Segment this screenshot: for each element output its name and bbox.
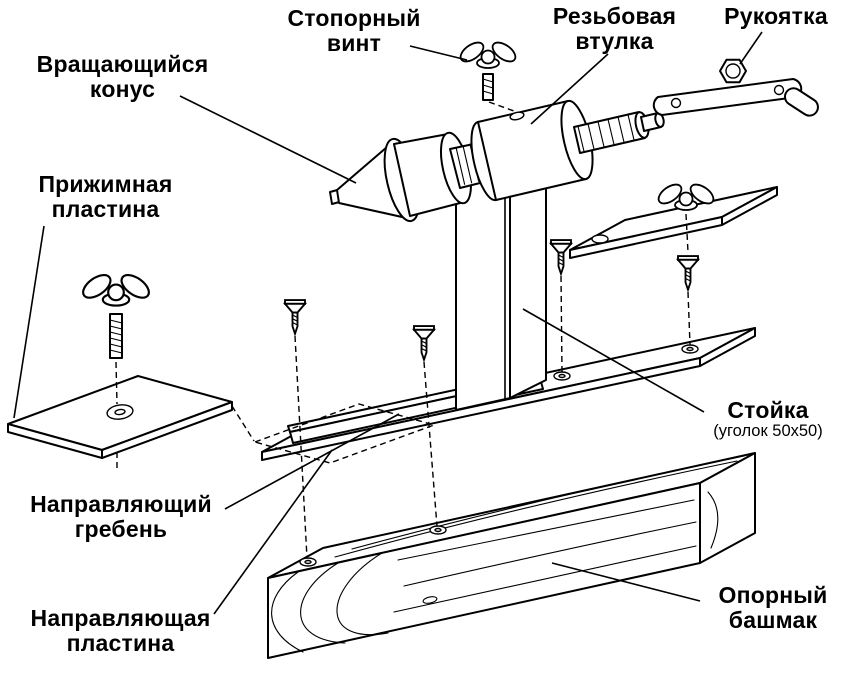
leader-guide-ridge	[224, 413, 400, 510]
label-line: башмак	[728, 606, 818, 633]
clamping-plate-left-part	[7, 269, 233, 459]
label-line: Рукоятка	[724, 3, 828, 29]
wood-screw	[413, 325, 435, 361]
label-support-shoe: Опорный башмак	[698, 583, 848, 633]
wing-nut	[456, 37, 520, 69]
phantom-outline	[231, 403, 437, 464]
leader-handle	[739, 31, 763, 65]
label-line: втулка	[575, 27, 654, 54]
stop-screw-part	[456, 37, 520, 101]
label-guide-ridge: Направляющий гребень	[12, 492, 230, 542]
leader-stop-screw	[409, 45, 468, 61]
label-line: Прижимная	[38, 171, 173, 197]
label-stop-screw: Стопорный винт	[278, 6, 430, 56]
leader-lines	[13, 31, 763, 615]
leader-rotating-cone	[179, 95, 357, 184]
label-line: гребень	[74, 515, 168, 542]
label-line: Вращающийся	[36, 51, 209, 77]
leader-post	[522, 308, 705, 413]
label-threaded-sleeve: Резьбовая втулка	[532, 4, 697, 54]
leader-support-shoe	[551, 562, 701, 602]
threaded-sleeve-part	[449, 99, 665, 202]
handle-grip	[783, 87, 819, 117]
label-rotating-cone: Вращающийся конус	[20, 52, 225, 102]
label-guide-plate: Направляющая пластина	[8, 606, 233, 656]
label-line: пластина	[51, 195, 160, 222]
label-line: Направляющий	[30, 491, 212, 517]
assembly-alignment-lines	[115, 101, 691, 559]
label-post: Стойка (уголок 50x50)	[688, 398, 848, 441]
leader-clamping-plate	[13, 225, 45, 419]
wing-nut	[78, 269, 154, 307]
label-line: Направляющая	[30, 605, 211, 631]
label-line: винт	[326, 29, 382, 56]
wood-screw	[677, 255, 699, 291]
label-line: Опорный	[718, 582, 828, 608]
wood-grain	[271, 455, 745, 653]
label-line: Стойка	[727, 397, 809, 423]
leader-guide-plate	[213, 449, 333, 615]
label-line: пластина	[66, 629, 175, 656]
label-line: Стопорный	[287, 5, 421, 31]
leader-threaded-sleeve	[530, 53, 609, 125]
rotating-cone-part	[329, 131, 473, 223]
handle-part	[652, 58, 819, 117]
label-clamping-plate: Прижимная пластина	[18, 172, 193, 222]
clamping-plate-right-part	[569, 179, 778, 259]
label-handle: Рукоятка	[705, 4, 847, 29]
wood-screw	[550, 239, 572, 275]
post-part	[455, 151, 547, 411]
label-line: (уголок 50x50)	[713, 421, 823, 440]
label-line: Резьбовая	[552, 3, 677, 29]
support-shoe-part	[267, 452, 756, 659]
label-line: конус	[89, 75, 156, 102]
wood-screw	[284, 299, 306, 335]
